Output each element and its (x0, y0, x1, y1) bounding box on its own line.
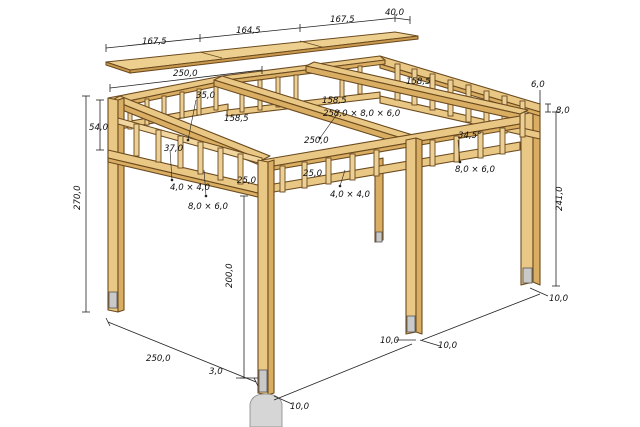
front-right-anchor (406, 315, 416, 333)
front-right-post (405, 137, 423, 335)
front-corner-anchor (258, 369, 268, 393)
label-rail-section-right: 8,0 × 6,0 (455, 165, 496, 175)
leader-lines (169, 99, 462, 198)
front-slats (133, 123, 244, 185)
label-frame-width: 250,0 (173, 69, 198, 79)
front-frame (107, 117, 263, 199)
label-beam-cross-section: 258,0 × 8,0 × 6,0 (323, 109, 401, 119)
label-post-foot-b: 10,0 (438, 341, 458, 351)
label-beam-left: 158,5 (224, 114, 249, 124)
back-mid-anchor (375, 231, 383, 243)
top-board-depth-label: 40,0 (385, 8, 405, 18)
back-posts (374, 111, 541, 286)
front-right-frame (261, 115, 521, 195)
label-base-right: 10,0 (549, 294, 569, 304)
label-post-foot-a: 10,0 (380, 336, 400, 346)
front-left-anchor (108, 291, 118, 309)
top-board-mid-label: 164,5 (236, 26, 261, 36)
back-right-anchor (522, 267, 533, 284)
label-brace-height-right: 25,0 (303, 169, 323, 179)
label-brace-height: 25,0 (237, 176, 257, 186)
top-board-edge-front (129, 35, 419, 74)
label-post-height: 200,0 (225, 263, 235, 288)
label-rail-section: 4,0 × 4,0 (330, 190, 371, 200)
top-board-left-label: 167,5 (142, 37, 167, 47)
label-rail-height: 54,0 (89, 123, 109, 133)
label-total-height: 270,0 (73, 185, 83, 210)
foundation-block (249, 393, 283, 427)
label-beam-right: 158,5 (406, 77, 431, 87)
back-mid-post (374, 157, 384, 243)
label-inner-height: 35,0 (196, 91, 216, 101)
label-angle: 34,5° (458, 131, 481, 141)
label-slat-spacing: 37,0 (164, 144, 184, 154)
dimension-labels: 250,0 158,5 6,0 8,0 35,0 158,5 258,0 × 8… (73, 69, 570, 412)
back-right-post (520, 111, 534, 286)
label-side-right-offset: 6,0 (531, 80, 545, 90)
label-side-right-height: 8,0 (556, 106, 570, 116)
dimension-lines (82, 66, 560, 405)
top-board-dimensions: 167,5 164,5 167,5 40,0 (105, 8, 411, 52)
front-left-post (107, 97, 125, 313)
label-post-section-large: 8,0 × 6,0 (188, 202, 229, 212)
front-corner-post (249, 159, 283, 427)
label-foot-width: 10,0 (290, 402, 310, 412)
left-side-frame (107, 75, 229, 131)
label-base-depth: 250,0 (146, 354, 171, 364)
label-right-height: 241,0 (555, 186, 565, 211)
label-anchor-offset: 3,0 (209, 367, 223, 377)
label-post-section-small: 4,0 × 4,0 (170, 183, 211, 193)
label-beam-mid: 158,5 (322, 96, 347, 106)
label-post-width: 250,0 (304, 136, 329, 146)
top-board (105, 31, 419, 74)
top-board-right-label: 167,5 (330, 15, 355, 25)
front-right-slats (279, 127, 506, 193)
